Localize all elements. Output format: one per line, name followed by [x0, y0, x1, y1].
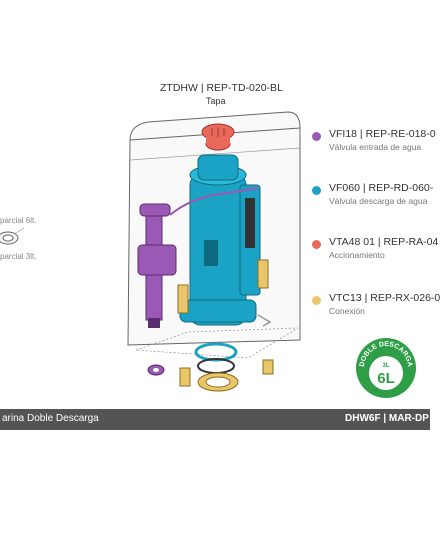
part-4-desc: Conexión: [329, 306, 365, 316]
side-label-top: parcial 6lt.: [0, 216, 37, 225]
cistern-exploded-diagram: [127, 111, 301, 392]
top-part-code: ZTDHW | REP-TD-020-BL: [160, 82, 283, 94]
part-2-desc: Válvula descarga de agua: [329, 196, 428, 206]
part-2-color-dot: [312, 186, 321, 195]
part-3-color-dot: [312, 240, 321, 249]
footer-product-name: arina Doble Descarga: [2, 413, 99, 424]
dual-flush-badge: DOBLE DESCARGA 3L 6L: [356, 338, 416, 398]
part-1-desc: Válvula entrada de agua: [329, 142, 422, 152]
part-2-code: VF060 | REP-RD-060-: [329, 182, 434, 194]
footer-product-code: DHW6F | MAR-DP: [345, 413, 429, 424]
part-3-desc: Accionamiento: [329, 250, 385, 260]
part-4-color-dot: [312, 296, 321, 305]
part-4-code: VTC13 | REP-RX-026-0: [329, 292, 440, 304]
top-part-desc: Tapa: [206, 96, 226, 106]
footer-bar: [0, 409, 430, 430]
part-1-code: VFI18 | REP-RE-018-0: [329, 128, 436, 140]
flush-button-icon: [0, 227, 25, 245]
side-label-bottom: parcial 3lt.: [0, 252, 37, 261]
badge-small-volume: 3L: [382, 363, 389, 369]
part-1-color-dot: [312, 132, 321, 141]
badge-big-volume: 6L: [377, 370, 395, 387]
part-3-code: VTA48 01 | REP-RA-04: [329, 236, 439, 248]
